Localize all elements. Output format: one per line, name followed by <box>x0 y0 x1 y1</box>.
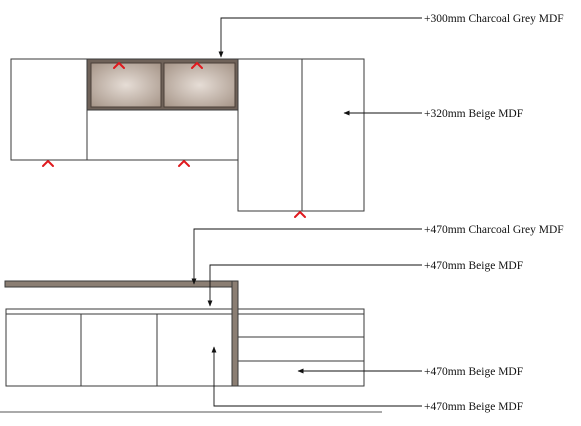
callout-label: +470mm Beige MDF <box>424 260 523 272</box>
hinge-mark <box>294 211 306 218</box>
leader-line-charcoal-worktop <box>191 228 422 285</box>
leader-line-charcoal-upper <box>218 17 422 58</box>
worktop-end-panel <box>231 280 239 387</box>
callout-label: +470mm Charcoal Grey MDF <box>424 224 564 236</box>
drawer-front-2 <box>237 336 365 362</box>
upper-elevation: +300mm Charcoal Grey MDF +320mm Beige MD… <box>10 13 564 218</box>
callout-label: +470mm Beige MDF <box>424 401 523 413</box>
worktop <box>4 280 239 288</box>
base-plinth-band <box>5 308 233 315</box>
callout-label: +320mm Beige MDF <box>424 108 523 120</box>
base-door-2 <box>80 313 158 387</box>
upper-glass-door-right <box>163 62 236 108</box>
hinge-mark <box>191 62 203 69</box>
hinge-mark <box>178 160 190 167</box>
base-door-3 <box>156 313 233 387</box>
upper-left-cabinet-door <box>10 58 88 161</box>
upper-bridge-cabinet-door <box>86 109 239 161</box>
hinge-mark <box>42 160 54 167</box>
lower-elevation: +470mm Charcoal Grey MDF +470mm Beige MD… <box>0 224 564 413</box>
hinge-mark <box>113 62 125 69</box>
upper-tall-cabinet-door-right <box>301 58 365 212</box>
drawer-unit-top-band <box>237 308 365 315</box>
drawer-front-1 <box>237 313 365 338</box>
leader-line-beige-base <box>207 264 422 307</box>
callout-label: +300mm Charcoal Grey MDF <box>424 13 564 25</box>
leader-line-beige-door <box>211 346 422 407</box>
upper-glass-door-left <box>90 62 162 108</box>
upper-tall-cabinet-door-left <box>237 58 303 212</box>
drawer-front-3 <box>237 360 365 387</box>
callout-label: +470mm Beige MDF <box>424 366 523 378</box>
base-door-1 <box>5 313 82 387</box>
